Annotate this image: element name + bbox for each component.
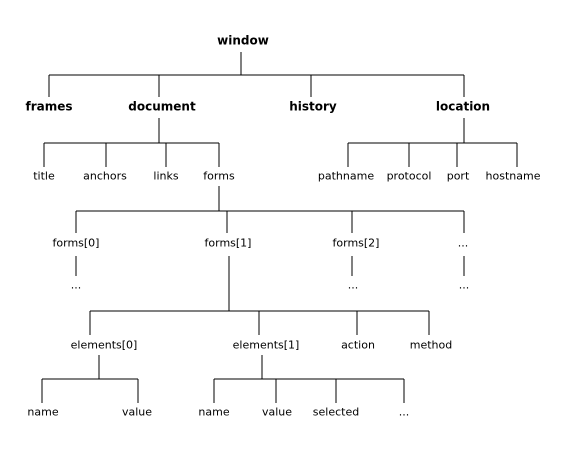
node-history: history (289, 99, 337, 114)
node-port: port (446, 169, 470, 183)
node-forms-more-more: ... (458, 278, 470, 292)
node-elements-1-more: ... (398, 405, 410, 419)
node-protocol: protocol (386, 169, 432, 183)
node-forms-0: forms[0] (52, 236, 100, 250)
node-action: action (341, 338, 375, 352)
node-forms-more: ... (457, 236, 469, 250)
node-window: window (217, 33, 269, 48)
node-forms: forms (203, 169, 235, 183)
node-title: title (33, 169, 55, 183)
node-frames: frames (25, 99, 73, 114)
node-elements-1-value: value (261, 405, 293, 419)
node-pathname: pathname (317, 169, 375, 183)
node-forms-0-more: ... (70, 278, 82, 292)
node-anchors: anchors (83, 169, 127, 183)
node-method: method (409, 338, 453, 352)
node-elements-0: elements[0] (70, 338, 138, 352)
node-forms-2: forms[2] (332, 236, 380, 250)
node-elements-1: elements[1] (232, 338, 300, 352)
node-elements-0-name: name (27, 405, 59, 419)
node-forms-1: forms[1] (204, 236, 252, 250)
node-forms-2-more: ... (347, 278, 359, 292)
node-links: links (153, 169, 179, 183)
node-elements-1-name: name (198, 405, 230, 419)
node-hostname: hostname (485, 169, 541, 183)
node-location: location (435, 99, 491, 114)
node-elements-1-selected: selected (312, 405, 360, 419)
node-document: document (128, 99, 196, 114)
node-elements-0-value: value (121, 405, 153, 419)
